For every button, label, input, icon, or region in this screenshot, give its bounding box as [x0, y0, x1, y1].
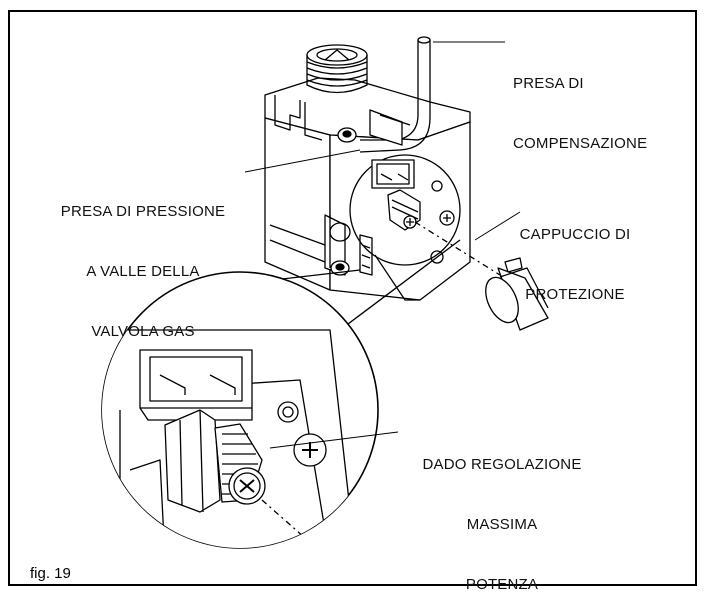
protective-cap [485, 257, 549, 331]
callout-presa-pressione: PRESA DI PRESSIONE A VALLE DELLA VALVOLA… [60, 203, 226, 340]
callout-dado: DADO REGOLAZIONE MASSIMA POTENZA [422, 456, 582, 593]
leader-pressione [244, 149, 361, 173]
body-magnifier-circle [349, 154, 461, 301]
leader-cappuccio [474, 211, 521, 241]
cap-axis-line [414, 221, 501, 276]
leader-dado [269, 431, 399, 449]
callout-cappuccio: CAPPUCCIO DI PROTEZIONE [519, 226, 631, 303]
callout-presa-compensazione: PRESA DI COMPENSAZIONE [513, 75, 648, 152]
gas-valve-illustration [101, 36, 549, 549]
figure-caption: fig. 19 [27, 565, 74, 582]
compensation-pipe [359, 36, 431, 153]
threaded-inlet [306, 44, 368, 94]
